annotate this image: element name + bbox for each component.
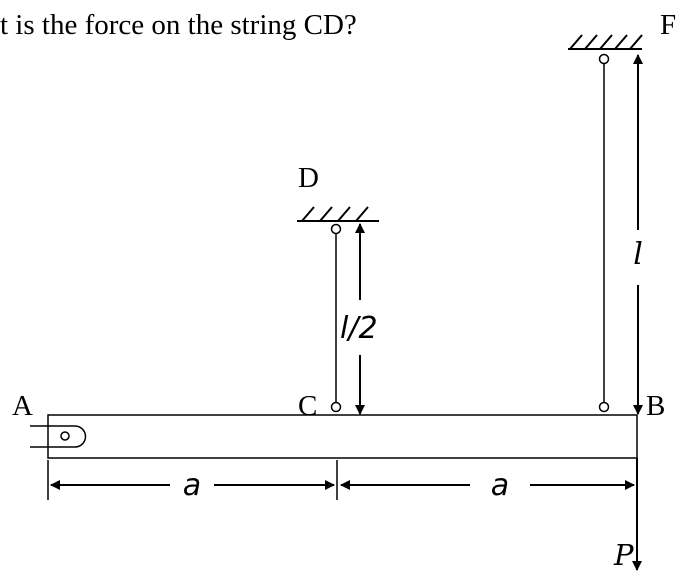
pin-f bbox=[598, 53, 610, 65]
label-d: D bbox=[298, 162, 319, 194]
pin-d bbox=[330, 223, 342, 235]
question-text: t is the force on the string CD? bbox=[0, 9, 357, 41]
label-l: l bbox=[633, 237, 643, 272]
label-a-right: a bbox=[491, 468, 509, 503]
pin-support-a bbox=[30, 425, 87, 448]
pin-b-top bbox=[598, 401, 610, 413]
support-d bbox=[297, 206, 379, 222]
label-a: A bbox=[12, 390, 33, 422]
label-f: F bbox=[660, 9, 676, 41]
beam bbox=[47, 414, 638, 459]
label-p: P bbox=[613, 538, 634, 572]
pin-c bbox=[330, 401, 342, 413]
label-a-left: a bbox=[183, 468, 201, 503]
support-f bbox=[568, 34, 643, 50]
label-l-half: l/2 bbox=[340, 311, 378, 346]
label-b: B bbox=[646, 390, 665, 422]
label-c: C bbox=[298, 390, 317, 422]
